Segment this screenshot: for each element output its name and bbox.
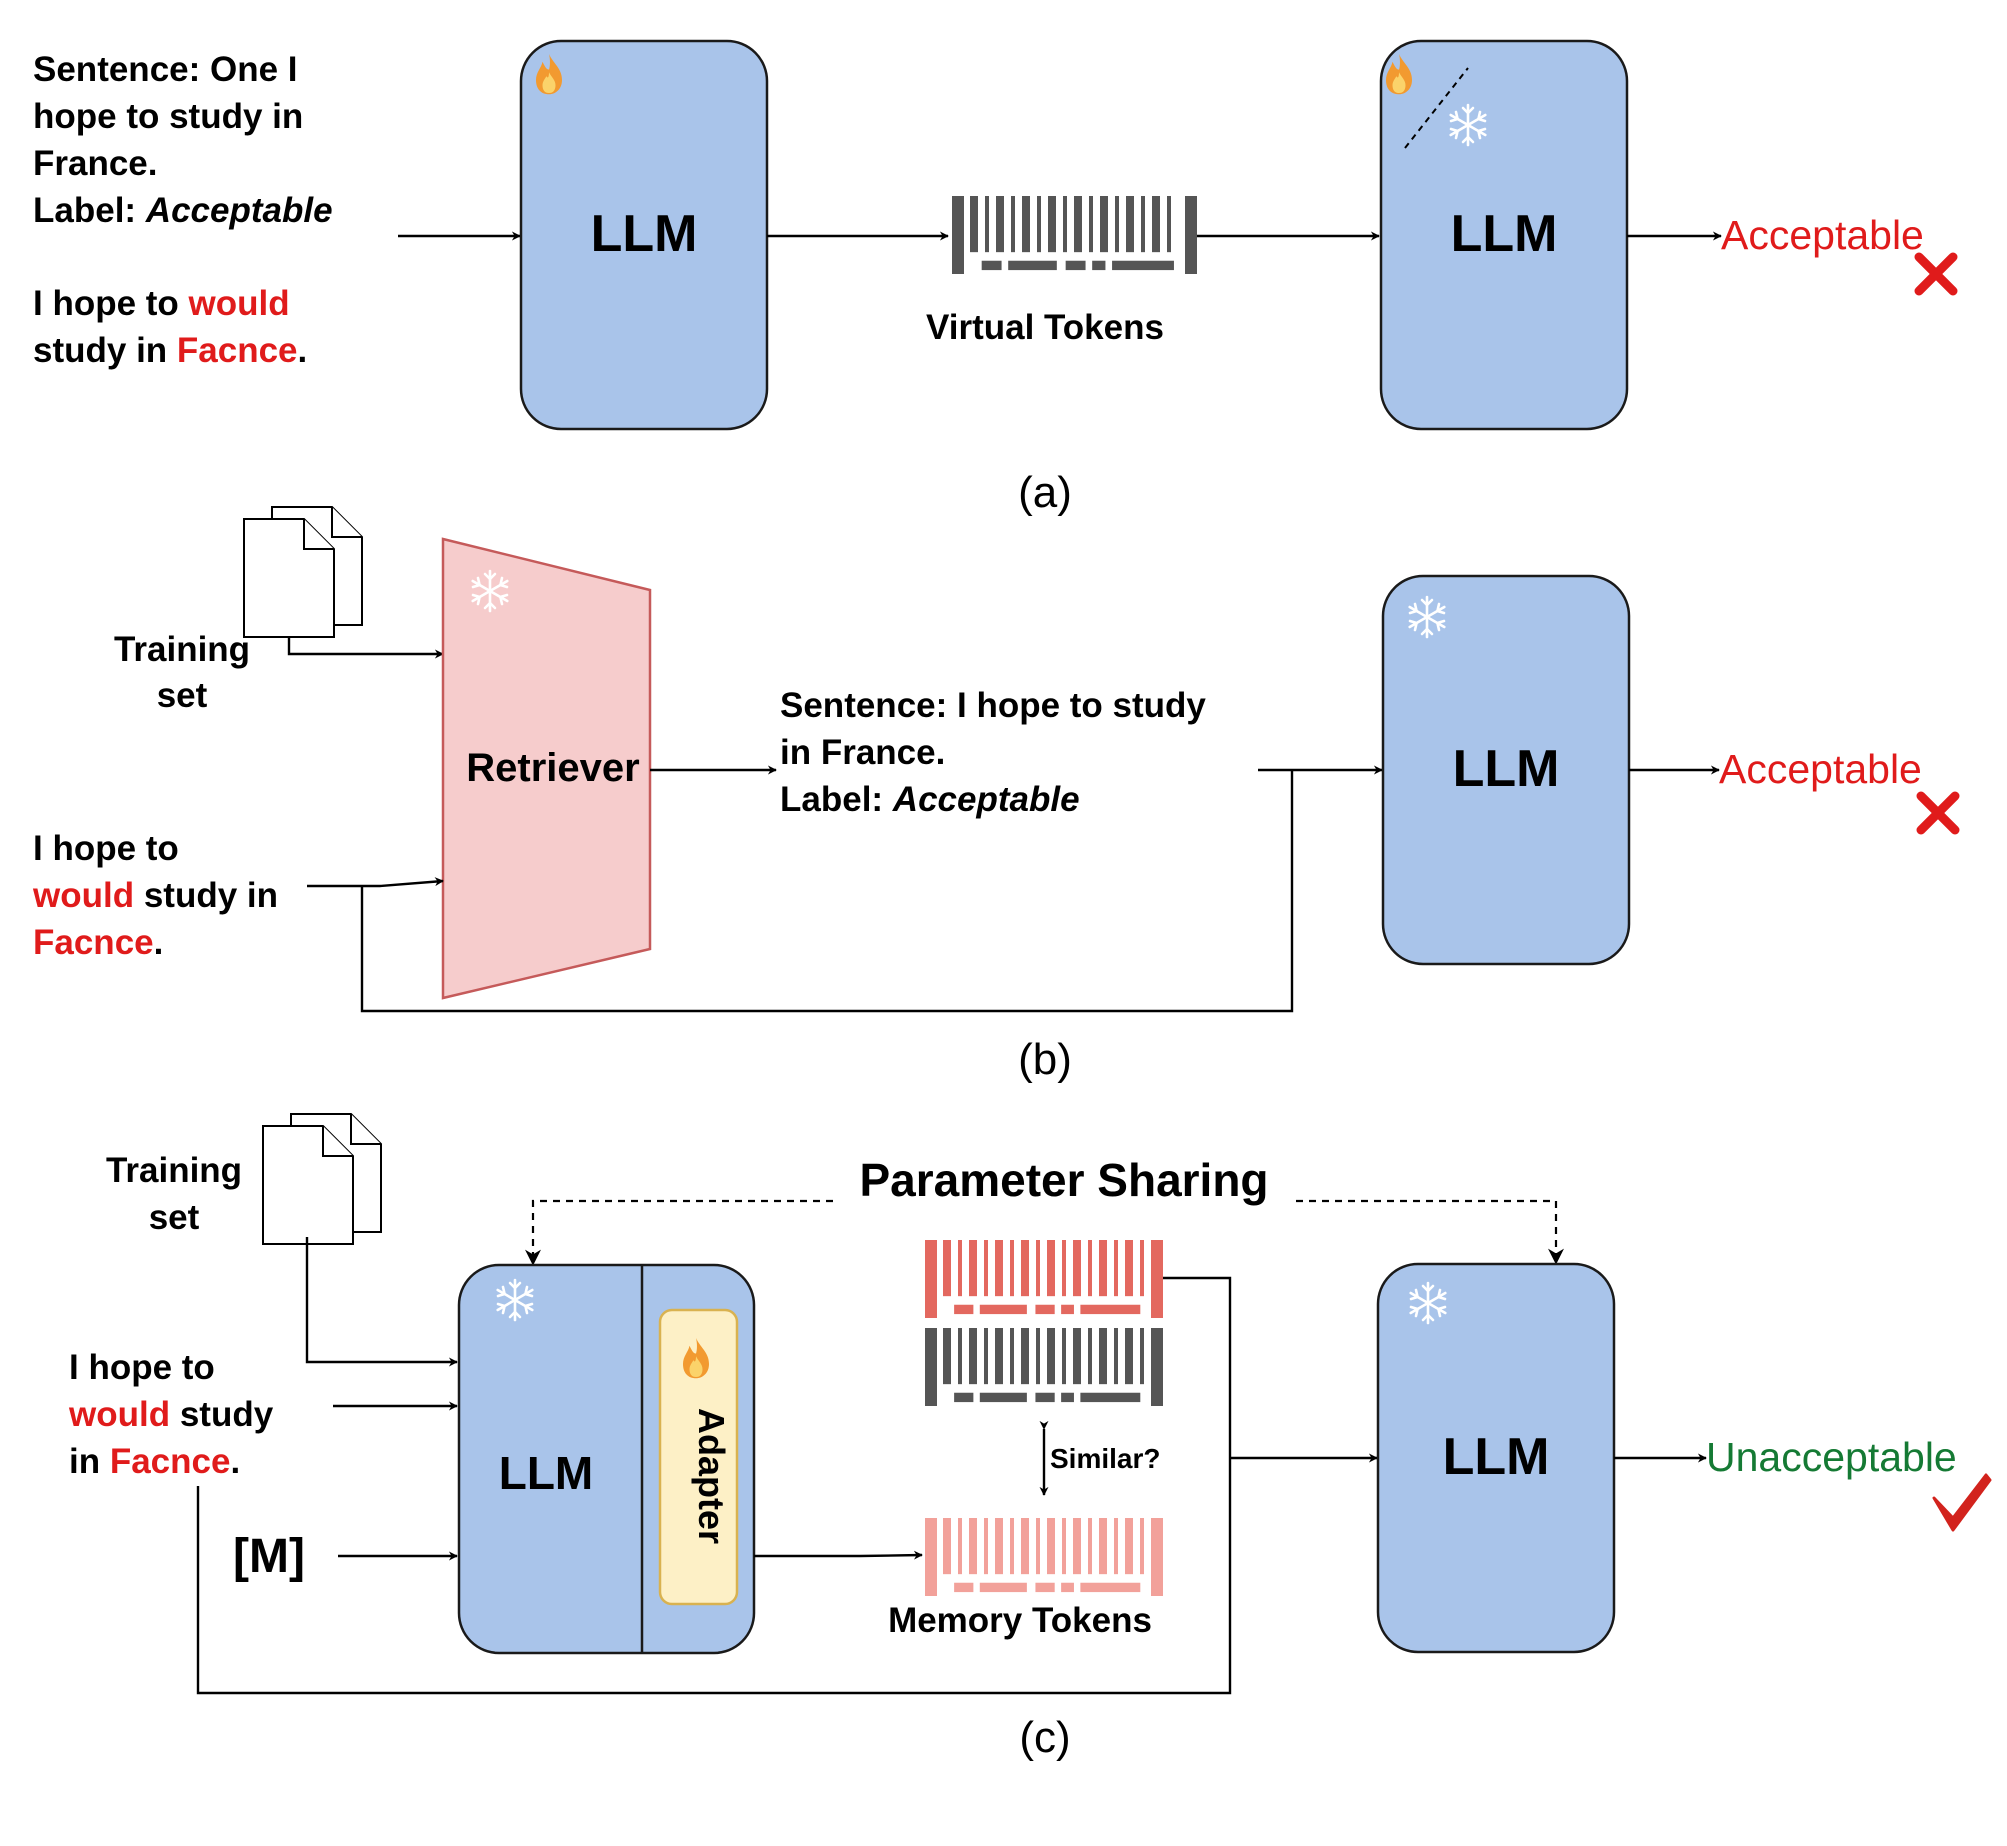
query-bypass-line — [360, 770, 1294, 1013]
example-sentence-line-1: Sentence: One I — [33, 50, 298, 89]
query-sentence-line-2: study in Facnce. — [33, 331, 307, 370]
prediction-output: Unacceptable — [1706, 1434, 1957, 1480]
panel-c: Training set Parameter Sharing I hope to… — [68, 1113, 1992, 1762]
memory-tokens-barcode — [925, 1518, 1163, 1596]
training-set-arrow — [287, 637, 444, 659]
training-set-label-line-1: Training — [106, 1151, 242, 1190]
divider-line — [1404, 67, 1469, 149]
adapter-label: Adapter — [691, 1408, 732, 1544]
similar-label: Similar? — [1050, 1443, 1160, 1474]
document-icon — [243, 506, 363, 638]
training-set-label-line-1: Training — [114, 630, 250, 669]
llm-label: LLM — [1453, 740, 1560, 798]
training-set-arrow — [305, 1237, 458, 1367]
prediction-output: Acceptable — [1719, 746, 1922, 792]
panel-caption: (b) — [1018, 1035, 1072, 1084]
parameter-sharing-arrow-left — [525, 1199, 833, 1266]
llm-label: LLM — [1443, 1428, 1550, 1486]
prediction-output: Acceptable — [1721, 212, 1924, 258]
panel-caption: (c) — [1019, 1713, 1070, 1762]
reference-tokens-red-barcode — [925, 1240, 1163, 1318]
parameter-sharing-label: Parameter Sharing — [859, 1154, 1268, 1206]
query-bypass-line — [196, 1276, 1232, 1695]
query-sentence-line-2: would study in — [32, 876, 278, 915]
retrieved-example-line-1: Sentence: I hope to study — [780, 686, 1206, 725]
llm-label: LLM — [591, 205, 698, 263]
virtual-tokens-caption: Virtual Tokens — [926, 308, 1164, 347]
cross-icon — [1916, 791, 1960, 835]
retriever-label: Retriever — [466, 746, 639, 790]
retriever-block — [441, 537, 652, 1000]
retrieved-example-label: Label: Acceptable — [780, 780, 1080, 819]
training-set-label-line-2: set — [149, 1198, 200, 1237]
llm-label: LLM — [499, 1447, 594, 1499]
query-sentence-line-3: in Facnce. — [69, 1442, 240, 1481]
panel-a: Sentence: One I hope to study in France.… — [33, 39, 1958, 517]
retrieved-example-line-2: in France. — [780, 733, 945, 772]
example-label: Label: Acceptable — [33, 191, 333, 230]
document-icon — [262, 1113, 382, 1245]
cross-icon — [1914, 252, 1958, 296]
arrow-to-memory-tokens — [754, 1550, 923, 1560]
llm-label: LLM — [1451, 205, 1558, 263]
example-sentence-line-2: hope to study in — [33, 97, 303, 136]
mask-token: [M] — [233, 1530, 305, 1583]
parameter-sharing-arrow-right — [1296, 1199, 1564, 1265]
panel-caption: (a) — [1018, 468, 1072, 517]
query-sentence-line-3: Facnce. — [33, 923, 163, 962]
query-sentence-line-1: I hope to would — [33, 284, 290, 323]
memory-tokens-caption: Memory Tokens — [888, 1601, 1152, 1640]
query-sentence-line-1: I hope to — [33, 829, 179, 868]
adapter-block — [658, 1308, 739, 1606]
checkmark-icon — [1932, 1473, 1992, 1532]
query-sentence-line-2: would study — [68, 1395, 274, 1434]
query-arrow — [307, 877, 444, 888]
training-set-label-line-2: set — [157, 676, 208, 715]
virtual-tokens-barcode — [952, 196, 1197, 274]
query-sentence-line-1: I hope to — [69, 1348, 215, 1387]
reference-tokens-dark-barcode — [925, 1328, 1163, 1406]
panel-b: Training set Retriever I hope to would s… — [32, 506, 1960, 1084]
example-sentence-line-3: France. — [33, 144, 158, 183]
